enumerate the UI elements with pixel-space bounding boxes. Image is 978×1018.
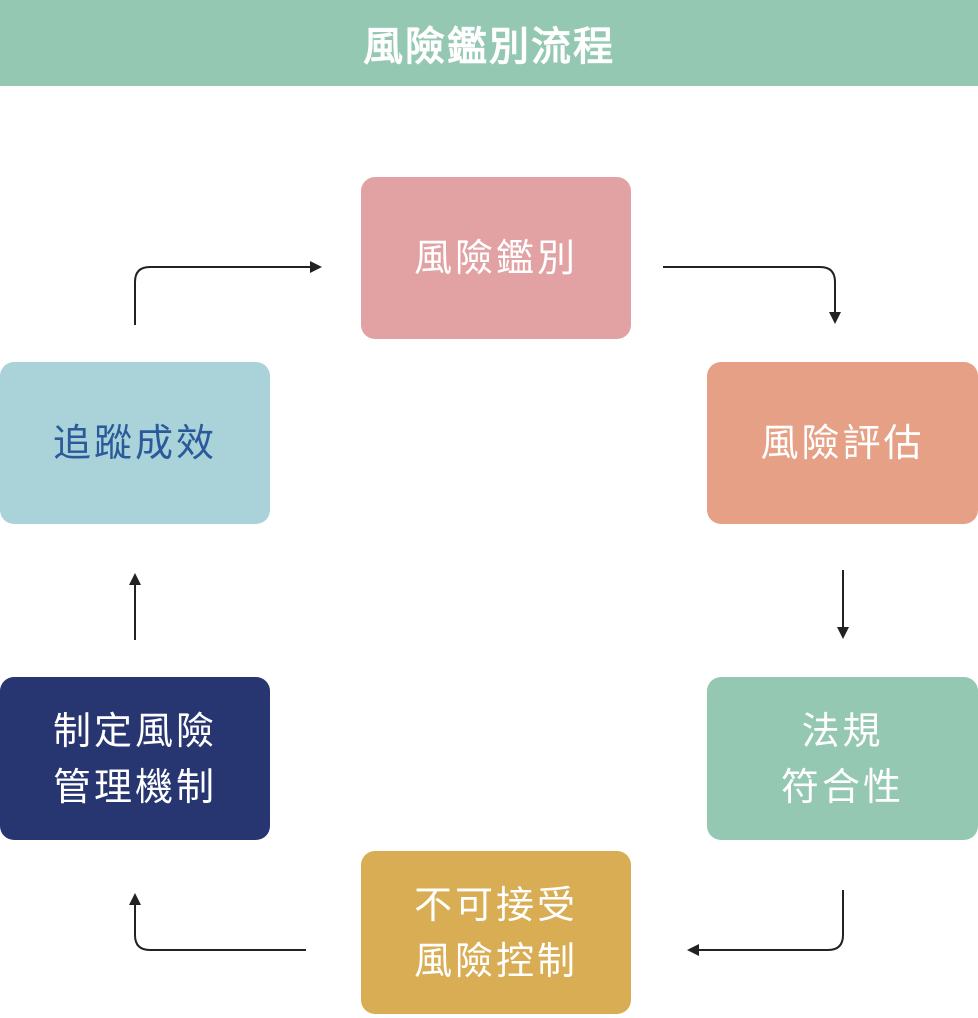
node-risk-assessment: 風險評估 (707, 362, 978, 524)
node-label: 不可接受 風險控制 (413, 882, 578, 983)
node-risk-management-mechanism: 制定風險 管理機制 (0, 677, 270, 840)
title-bar: 風險鑑別流程 (0, 0, 978, 86)
node-unacceptable-risk-control: 不可接受 風險控制 (361, 851, 631, 1014)
node-label: 追蹤成效 (52, 421, 217, 465)
node-label: 風險評估 (760, 421, 925, 465)
node-track-effectiveness: 追蹤成效 (0, 362, 270, 524)
node-label: 制定風險 管理機制 (52, 708, 217, 809)
node-label: 風險鑑別 (413, 236, 578, 280)
arrow-track-to-identify (134, 261, 322, 325)
arrow-comply-to-control (687, 890, 844, 956)
node-label: 法規 符合性 (780, 708, 904, 809)
arrow-control-to-mechanism (129, 893, 306, 951)
node-risk-identification: 風險鑑別 (361, 177, 631, 339)
node-regulatory-compliance: 法規 符合性 (707, 677, 978, 840)
diagram-title: 風險鑑別流程 (363, 24, 615, 70)
arrow-identify-to-assess (663, 266, 841, 324)
